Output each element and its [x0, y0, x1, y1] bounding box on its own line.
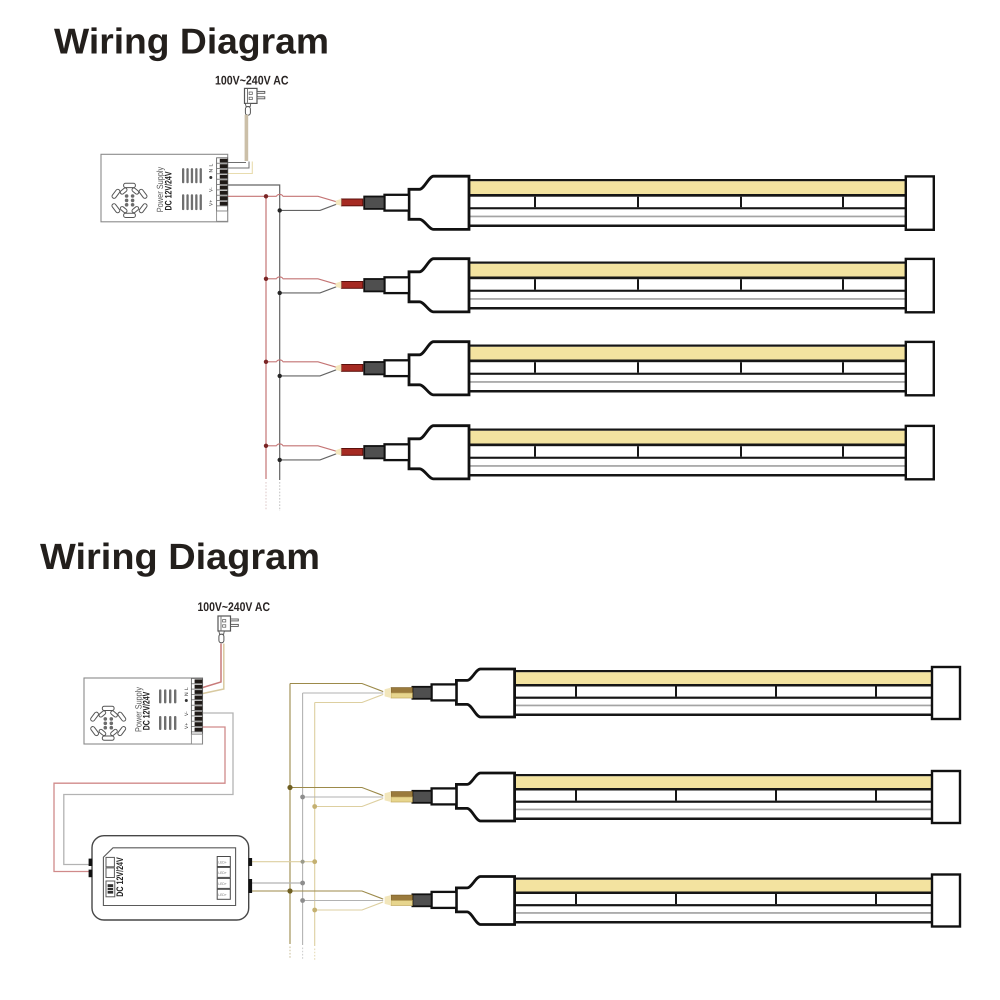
svg-text:Power Supply: Power Supply [155, 166, 165, 212]
svg-text:DC 12V/24V: DC 12V/24V [164, 171, 175, 210]
svg-text:100V~240V AC: 100V~240V AC [215, 74, 289, 88]
svg-text:N: N [209, 169, 215, 173]
svg-text:V+: V+ [184, 723, 190, 729]
svg-text:LED+: LED+ [218, 871, 227, 875]
svg-text:Power Supply: Power Supply [133, 687, 143, 732]
svg-text:LED+: LED+ [218, 860, 227, 864]
svg-text:N: N [184, 692, 190, 696]
svg-text:DC 12V/24V: DC 12V/24V [142, 691, 153, 730]
svg-text:LED+: LED+ [218, 893, 227, 897]
svg-text:L: L [209, 164, 215, 167]
svg-text:Wiring Diagram: Wiring Diagram [54, 21, 329, 62]
svg-text:V+: V+ [209, 200, 215, 206]
svg-text:Wiring Diagram: Wiring Diagram [40, 536, 320, 577]
svg-text:DC 12V/24V: DC 12V/24V [115, 857, 126, 897]
svg-text:V-: V- [209, 187, 215, 192]
svg-text:L: L [184, 687, 190, 690]
svg-text:V-: V- [184, 711, 190, 716]
svg-text:100V~240V AC: 100V~240V AC [198, 600, 271, 614]
svg-text:LED+: LED+ [218, 882, 227, 886]
